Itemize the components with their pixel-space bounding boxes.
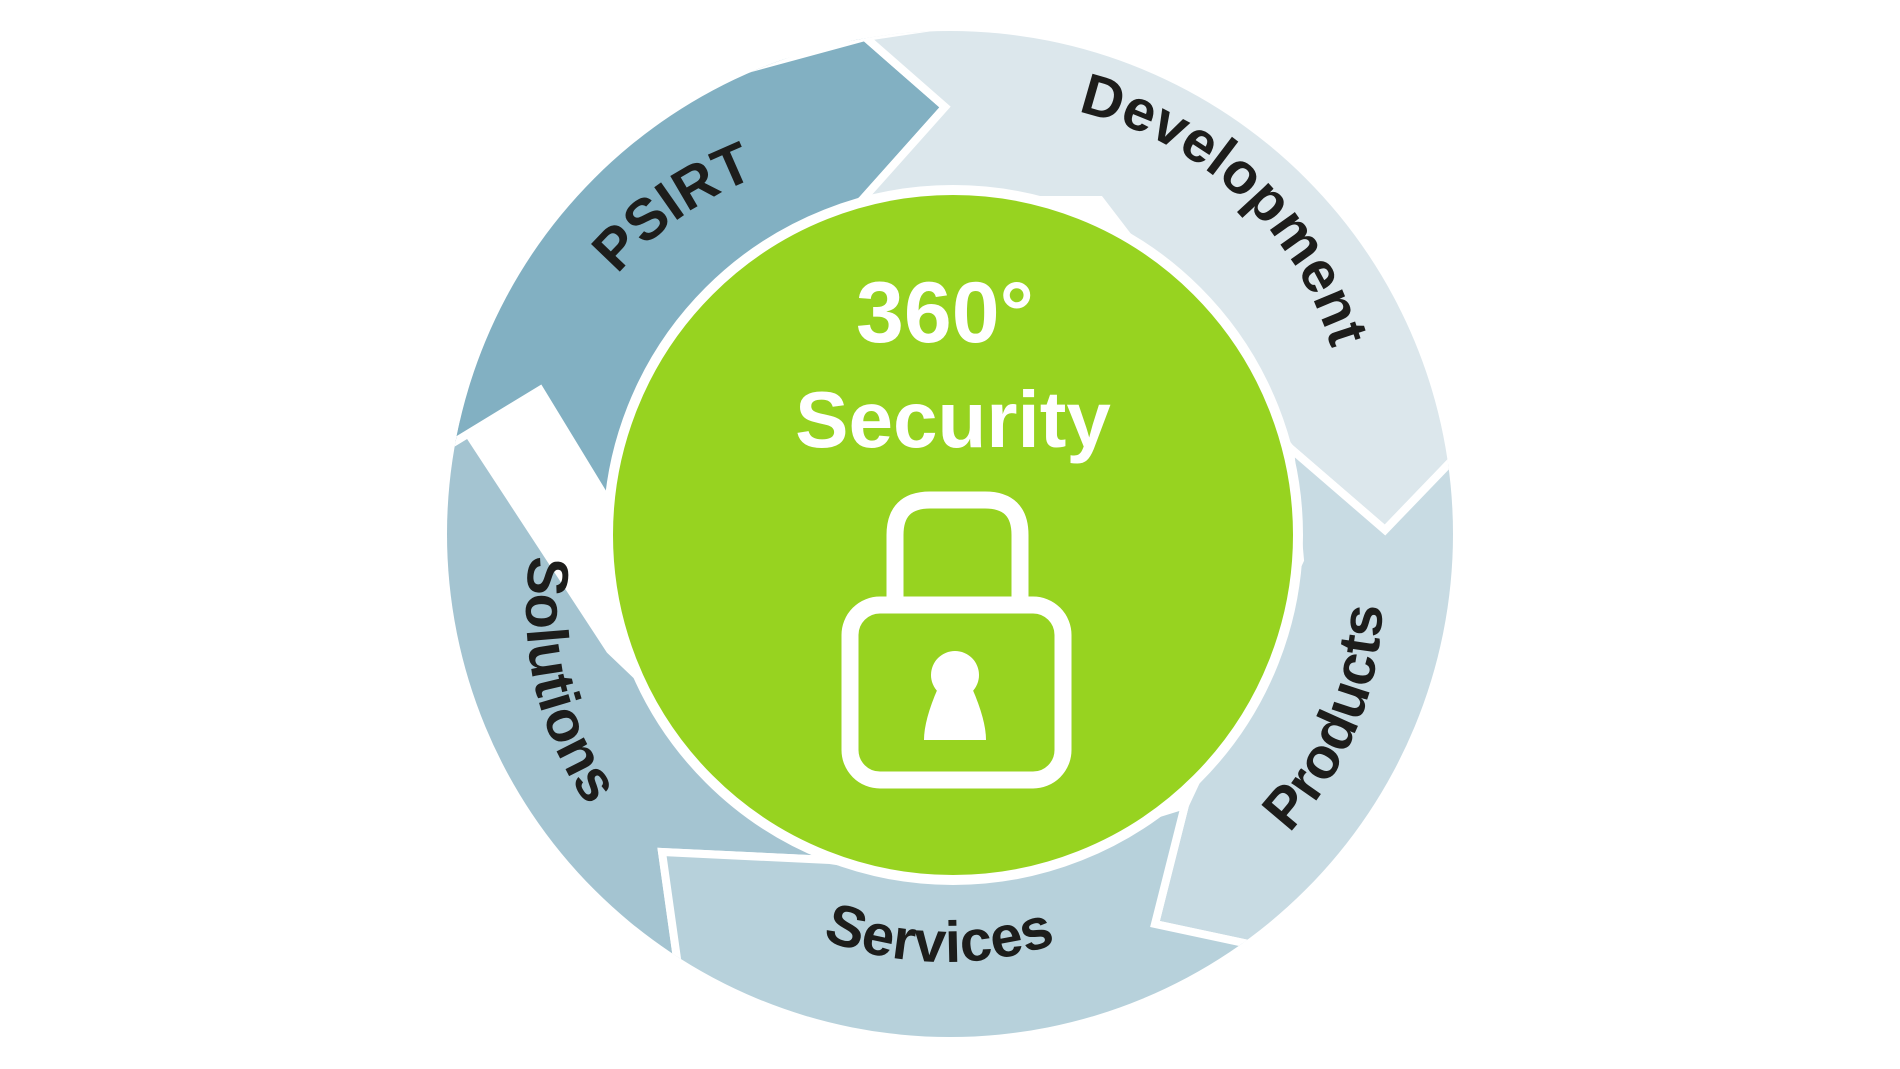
center-title-line2: Security: [795, 375, 1111, 464]
padlock-icon: [841, 491, 1072, 789]
center-title-line1: 360°: [856, 265, 1034, 361]
center-circle: [603, 185, 1303, 885]
